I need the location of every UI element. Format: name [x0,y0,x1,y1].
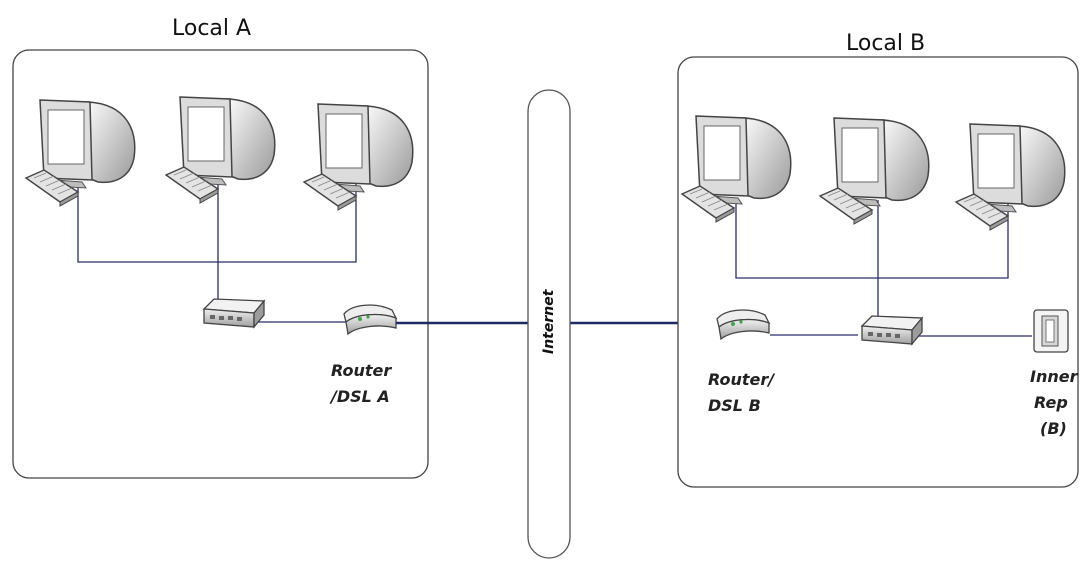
local-b-lan-wiring [735,200,1032,337]
router-a-label: Router [331,361,392,380]
repeater-icon [1033,309,1069,353]
repeater-label: Inner [1030,367,1079,386]
router-b-label: DSL B [708,396,761,415]
local-a-lan-wiring [77,183,357,323]
internet-label: Internet [541,288,557,354]
repeater-label: Rep [1034,393,1068,412]
router-a-label: /DSL A [329,387,390,406]
internet-cloud [527,89,571,559]
local-b-title: Local B [846,31,925,56]
router-b-label: Router/ [708,370,775,389]
local-a-title: Local A [172,16,251,41]
switch-icon [861,315,923,345]
switch-icon [203,298,265,328]
repeater-label: (B) [1040,419,1067,438]
